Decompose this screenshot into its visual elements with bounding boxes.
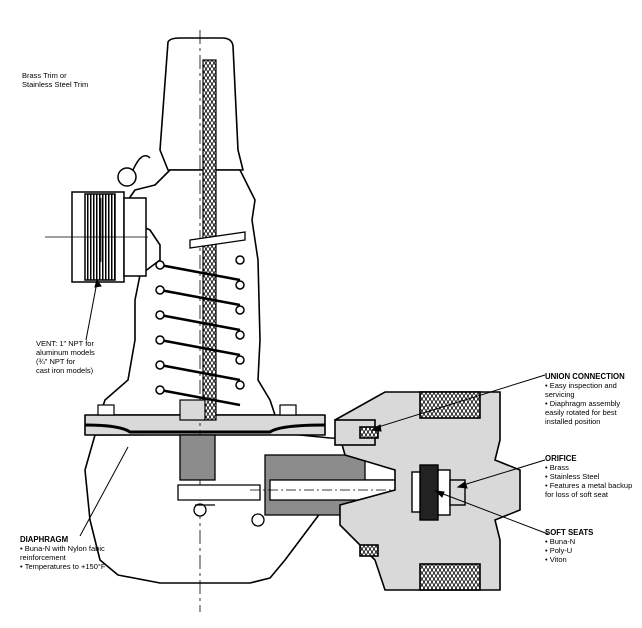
label-vent-line-4: cast iron models) — [36, 366, 94, 375]
label-vent-line-3: (¾" NPT for — [36, 357, 76, 366]
label-diaphragm-item-2: Temperatures to +150°F — [20, 562, 140, 571]
vent-assembly — [45, 155, 151, 283]
flange-bolts — [97, 399, 297, 421]
label-diaphragm-title: DIAPHRAGM — [20, 535, 69, 544]
label-orifice-item-2: Stainless Steel — [545, 472, 639, 481]
label-seats-item-3: Viton — [545, 555, 635, 564]
range-spring — [155, 231, 246, 407]
label-orifice-item-3: Features a metal backup for loss of soft… — [545, 481, 639, 499]
label-orifice-item-1: Brass — [545, 463, 639, 472]
label-trim: Brass Trim or Stainless Steel Trim — [22, 71, 88, 89]
label-diaphragm: DIAPHRAGM Buna-N with Nylon fabic reinfo… — [20, 535, 140, 571]
diaphragm — [84, 423, 326, 434]
label-trim-line-1: Brass Trim or — [22, 71, 67, 80]
label-vent-line-1: VENT: 1" NPT for — [36, 339, 94, 348]
label-vent-line-2: aluminum models — [36, 348, 95, 357]
lever-linkage — [177, 434, 265, 527]
label-union-item-2: Diaphragm assembly easily rotated for be… — [545, 399, 639, 426]
label-vent: VENT: 1" NPT for aluminum models (¾" NPT… — [36, 339, 95, 375]
label-union-title: UNION CONNECTION — [545, 372, 625, 381]
label-union: UNION CONNECTION Easy inspection and ser… — [545, 372, 639, 426]
label-trim-line-2: Stainless Steel Trim — [22, 80, 89, 89]
label-soft-seats: SOFT SEATS Buna-N Poly-U Viton — [545, 528, 635, 564]
label-seats-item-2: Poly-U — [545, 546, 635, 555]
label-union-item-1: Easy inspection and servicing — [545, 381, 639, 399]
label-orifice-title: ORIFICE — [545, 454, 577, 463]
label-seats-item-1: Buna-N — [545, 537, 635, 546]
label-diaphragm-item-1: Buna-N with Nylon fabic reinforcement — [20, 544, 140, 562]
label-orifice: ORIFICE Brass Stainless Steel Features a… — [545, 454, 639, 499]
leader-lines — [79, 278, 549, 537]
label-seats-title: SOFT SEATS — [545, 528, 594, 537]
